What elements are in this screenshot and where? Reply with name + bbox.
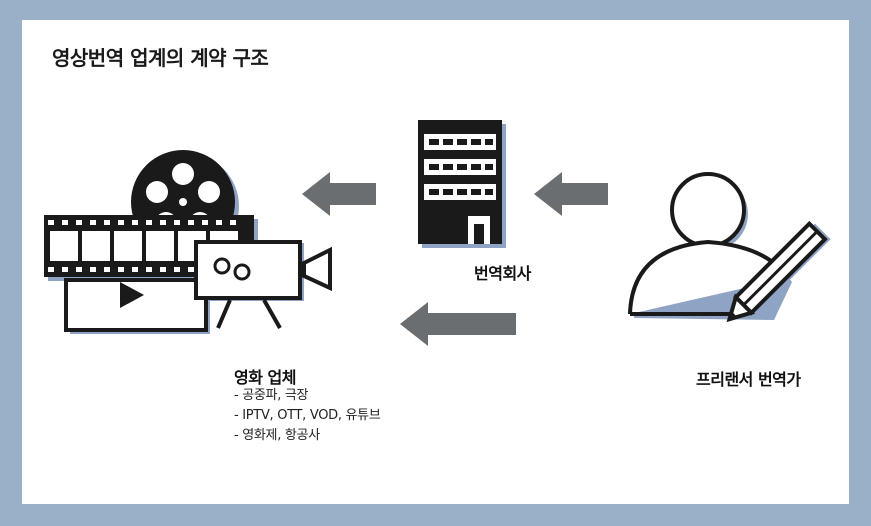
translator-person-icon (628, 172, 831, 323)
industry-item: - 영화제, 항공사 (234, 428, 320, 443)
diagram-canvas (44, 120, 831, 346)
office-building-icon (418, 120, 506, 248)
freelancer-label: 프리랜서 번역가 (696, 370, 801, 389)
arrow-freelancer-to-company (534, 172, 608, 216)
industry-list: - 공중파, 극장 - IPTV, OTT, VOD, 유튜브 - 영화제, 항… (234, 386, 381, 446)
arrow-company-to-industry (302, 172, 376, 216)
film-production-icon (44, 150, 332, 334)
industry-item: - IPTV, OTT, VOD, 유튜브 (234, 408, 381, 423)
diagram-panel: 영상번역 업계의 계약 구조 (22, 20, 849, 504)
industry-item: - 공중파, 극장 (234, 388, 309, 403)
arrow-freelancer-to-industry (400, 302, 516, 346)
diagram-title: 영상번역 업계의 계약 구조 (52, 46, 269, 70)
industry-label: 영화 업체 (234, 368, 296, 387)
company-label: 번역회사 (474, 264, 531, 283)
